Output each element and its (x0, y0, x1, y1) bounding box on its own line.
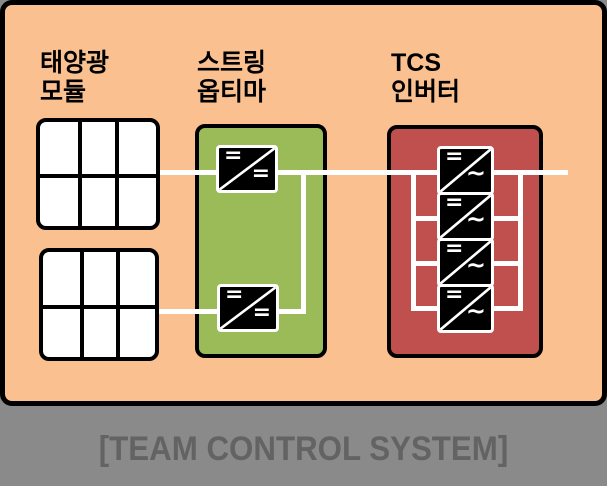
diagonal-divider (440, 195, 491, 238)
dc-ac-inverter-icon: = ~ (437, 192, 494, 241)
dc-ac-inverter-icon: = ~ (437, 284, 494, 333)
dc-dc-optimizer-icon: = = (217, 284, 279, 332)
dc-symbol-icon: = (252, 300, 271, 325)
banner: [TEAM CONTROL SYSTEM] (0, 406, 607, 486)
label-solar-module: 태양광 모듈 (40, 49, 110, 106)
dc-symbol-icon: = (251, 161, 270, 186)
dc-symbol-icon: = (445, 238, 464, 261)
dc-dc-optimizer-icon: = = (216, 145, 278, 193)
dc-symbol-icon: = (225, 284, 244, 307)
label-tcs-inverter: TCS 인버터 (391, 49, 461, 106)
ac-symbol-icon: ~ (465, 297, 486, 325)
wire-inverter3-output (490, 261, 523, 266)
wire-inverter3-input (411, 261, 441, 266)
wire-main-output (158, 170, 568, 175)
dc-ac-inverter-icon: = ~ (437, 146, 494, 195)
ac-symbol-icon: ~ (465, 159, 486, 187)
dc-ac-inverter-icon: = ~ (437, 238, 494, 287)
wire-inverter4-output (490, 306, 523, 311)
banner-title: [TEAM CONTROL SYSTEM] (98, 430, 509, 468)
dc-symbol-icon: = (445, 284, 464, 307)
dc-symbol-icon: = (224, 145, 243, 168)
wire-inverter2-input (411, 216, 441, 221)
diagonal-divider (440, 241, 491, 284)
wire-inverter-right-bus (518, 170, 523, 311)
wire-inverter4-input (411, 306, 441, 311)
ac-symbol-icon: ~ (465, 205, 486, 233)
wire-inverter2-output (490, 216, 523, 221)
diagonal-divider (440, 287, 491, 330)
wire-optimizer-join-bus (301, 170, 306, 314)
diagonal-divider (219, 148, 275, 190)
panel-grid-line (40, 174, 156, 178)
solar-panel-icon (39, 248, 159, 361)
solar-panel-icon (36, 118, 160, 230)
dc-symbol-icon: = (445, 192, 464, 215)
wire-inverter-left-bus (411, 170, 416, 311)
dc-symbol-icon: = (445, 146, 464, 169)
label-string-optimizer: 스트링 옵티마 (197, 49, 267, 106)
diagonal-divider (440, 149, 491, 192)
panel-grid-line (43, 304, 155, 309)
diagonal-divider (220, 287, 276, 329)
ac-symbol-icon: ~ (465, 251, 486, 279)
